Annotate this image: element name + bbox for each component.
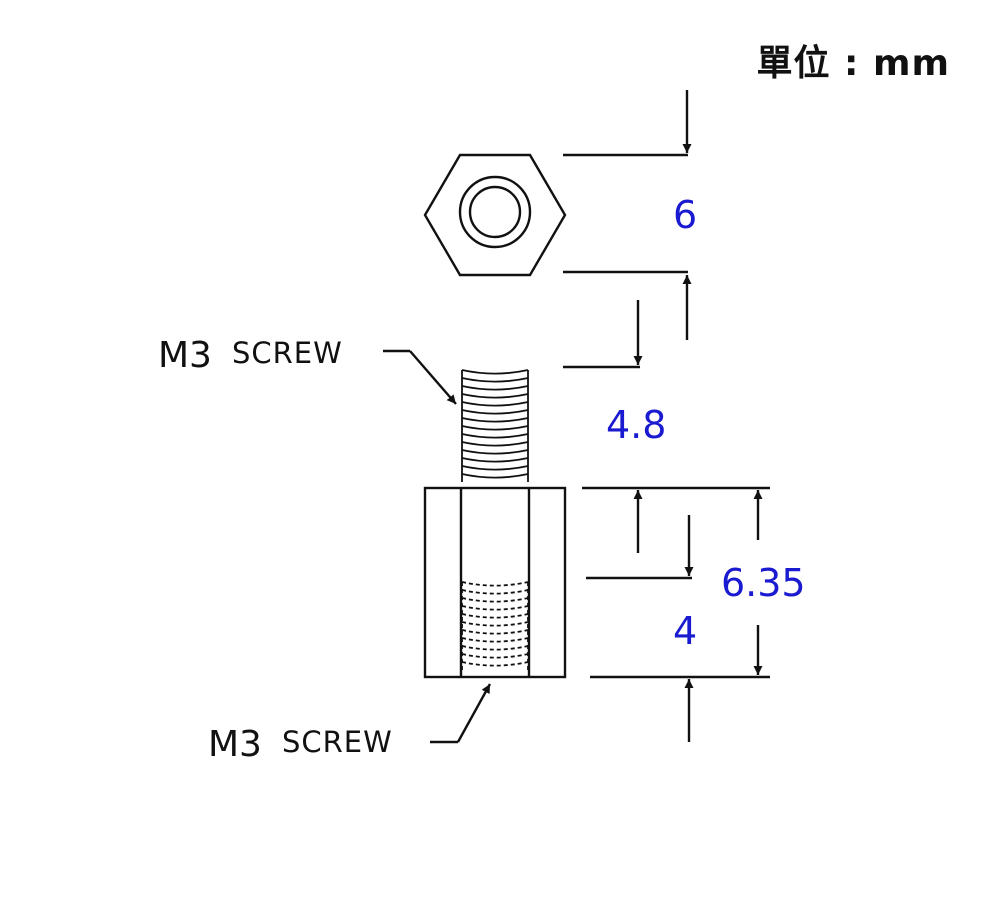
hex-outline [423,153,567,277]
external-thread-line-4 [461,401,529,407]
screw-bottom-label-screw: SCREW [282,725,393,759]
external-thread-line-6 [461,417,529,423]
external-thread-line-7 [461,425,529,431]
internal-thread-line-2 [461,597,529,603]
screw-top-label-screw: SCREW [232,336,343,370]
internal-thread-line-0 [461,581,529,587]
internal-thread-line-5 [461,621,529,627]
internal-thread [461,581,529,670]
external-thread-line-0 [461,369,529,375]
internal-thread-line-3 [461,605,529,611]
standoff-body [423,486,567,679]
screw-bottom-label-m3: M3 [208,724,262,765]
external-thread-line-1 [461,377,529,383]
internal-thread-line-10 [461,661,529,667]
screw-top-leader-arrow [409,350,457,405]
hex-nut-view [423,153,567,277]
external-thread-line-13 [461,473,529,479]
external-thread-line-11 [461,457,529,463]
hex-width-dimension: 6 [673,193,697,237]
thread-depth-dimension: 4 [673,609,697,653]
external-thread-line-12 [461,465,529,471]
internal-thread-line-4 [461,613,529,619]
external-thread-line-9 [461,441,529,447]
external-thread [461,369,529,482]
unit-label: 單位 : mm [756,43,950,84]
external-thread-line-3 [461,393,529,399]
internal-thread-line-7 [461,637,529,643]
internal-thread-line-9 [461,653,529,659]
external-thread-line-10 [461,449,529,455]
screw-bottom-leader-arrow [456,683,492,743]
internal-thread-line-6 [461,629,529,635]
external-thread-line-2 [461,385,529,391]
body-outline [423,486,567,679]
screw-top-label-m3: M3 [158,335,212,376]
external-thread-line-5 [461,409,529,415]
external-thread-line-8 [461,433,529,439]
thread-length-dimension: 4.8 [606,403,666,447]
hex-outer-circle [458,175,532,249]
hex-inner-hole [468,185,522,239]
body-length-dimension: 6.35 [721,561,806,605]
internal-thread-line-8 [461,645,529,651]
internal-thread-line-1 [461,589,529,595]
